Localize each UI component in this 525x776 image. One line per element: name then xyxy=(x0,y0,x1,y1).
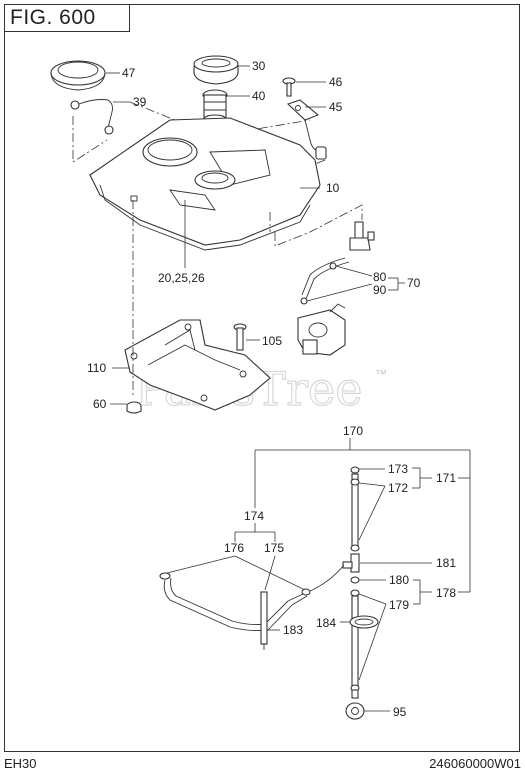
part-39-cap-strap[interactable] xyxy=(70,99,114,135)
callout-47: 47 xyxy=(122,66,136,80)
footer-model: EH30 xyxy=(4,756,37,771)
part-178-lower-tube[interactable] xyxy=(350,576,360,692)
part-47-strainer[interactable] xyxy=(50,60,106,91)
part-fuel-cock[interactable] xyxy=(349,221,375,251)
part-110-base-plate[interactable] xyxy=(124,319,271,411)
part-105-bolt[interactable] xyxy=(233,323,247,351)
footer-code: 246060000W01 xyxy=(429,756,521,771)
part-183-tie[interactable] xyxy=(260,591,268,650)
part-30-fuel-cap[interactable] xyxy=(193,55,239,85)
part-90-clip[interactable] xyxy=(300,297,308,305)
part-10-fuel-tank[interactable] xyxy=(89,117,321,251)
callout-170: 170 xyxy=(343,424,363,438)
callout-176: 176 xyxy=(224,541,244,555)
callout-20-25-26: 20,25,26 xyxy=(158,271,205,285)
callout-60: 60 xyxy=(93,397,107,411)
callout-184: 184 xyxy=(316,616,336,630)
callout-10: 10 xyxy=(326,181,340,195)
callout-178: 178 xyxy=(436,586,456,600)
callout-183: 183 xyxy=(283,623,303,637)
part-171-upper-tube[interactable] xyxy=(350,466,360,552)
part-45-bracket[interactable] xyxy=(286,99,327,160)
figure-title: FIG. 600 xyxy=(4,4,130,32)
part-46-bolt[interactable] xyxy=(282,77,296,97)
callout-179: 179 xyxy=(389,598,409,612)
callout-40: 40 xyxy=(252,89,266,103)
callout-90: 90 xyxy=(373,283,387,297)
callout-45: 45 xyxy=(329,100,343,114)
callout-171: 171 xyxy=(436,471,456,485)
part-60-nut[interactable] xyxy=(126,401,142,414)
callout-39: 39 xyxy=(133,95,147,109)
callout-181: 181 xyxy=(436,556,456,570)
callout-180: 180 xyxy=(389,573,409,587)
part-184-clamp[interactable] xyxy=(349,615,379,629)
part-176-hose[interactable] xyxy=(159,572,311,632)
callout-30: 30 xyxy=(252,59,266,73)
carburetor-context xyxy=(297,303,346,356)
callout-95: 95 xyxy=(393,705,407,719)
diagram-frame xyxy=(4,4,520,752)
callout-110: 110 xyxy=(87,361,106,375)
part-95-drain-fitting[interactable] xyxy=(345,689,365,720)
part-181-t-joint[interactable] xyxy=(342,553,360,573)
callout-46: 46 xyxy=(329,75,343,89)
callout-70: 70 xyxy=(407,276,421,290)
callout-173: 173 xyxy=(388,462,408,476)
watermark-mark: ™ xyxy=(375,367,387,381)
callout-80: 80 xyxy=(373,270,387,284)
callout-175: 175 xyxy=(264,541,284,555)
callout-105: 105 xyxy=(262,334,282,348)
part-80-clip[interactable] xyxy=(329,262,337,270)
callout-172: 172 xyxy=(388,481,408,495)
callout-174: 174 xyxy=(244,509,264,523)
